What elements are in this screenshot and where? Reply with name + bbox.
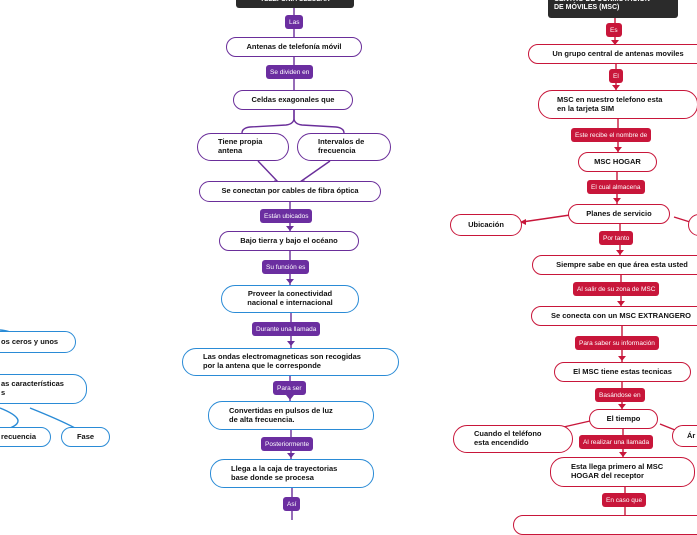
node-cut-bottom[interactable] xyxy=(513,515,697,535)
node-frecuencia[interactable]: recuencia xyxy=(0,427,51,447)
node-planes-servicio[interactable]: Planes de servicio xyxy=(568,204,670,224)
label-es: Es xyxy=(606,23,622,37)
label-estan-ubicados: Están ubicados xyxy=(260,209,313,223)
node-msc-tecnicas[interactable]: El MSC tiene estas tecnicas xyxy=(554,362,691,382)
node-pulsos-de-luz[interactable]: Convertidas en pulsos de luz de alta fre… xyxy=(208,401,374,430)
node-caja-trayectorias[interactable]: Llega a la caja de trayectorias base don… xyxy=(210,459,374,488)
node-ceros-unos[interactable]: os ceros y unos xyxy=(0,331,76,353)
node-caracteristicas[interactable]: as características s xyxy=(0,374,87,404)
node-proveer-conectividad[interactable]: Proveer la conectividad nacional e inter… xyxy=(221,285,359,313)
label-se-dividen: Se dividen en xyxy=(266,65,314,79)
node-tiene-propia-antena[interactable]: Tiene propia antena xyxy=(197,133,289,161)
title-msc: CENTRO DE CONMUTACIÓN DE MÓVILES (MSC) xyxy=(548,0,678,18)
label-salir-zona: Al salir de su zona de MSC xyxy=(573,282,660,296)
node-msc-hogar[interactable]: MSC HOGAR xyxy=(578,152,657,172)
label-asi: Así xyxy=(283,497,301,511)
node-telefono-encendido[interactable]: Cuando el teléfono esta encendido xyxy=(453,425,573,453)
node-el-tiempo[interactable]: El tiempo xyxy=(589,409,658,429)
node-intervalos-frecuencia[interactable]: Intervalos de frecuencia xyxy=(297,133,391,161)
node-llega-msc-hogar[interactable]: Esta llega primero al MSC HOGAR del rece… xyxy=(550,457,695,487)
node-msc-tarjeta-sim[interactable]: MSC en nuestro telefono esta en la tarje… xyxy=(538,90,697,119)
node-celdas-exagonales[interactable]: Celdas exagonales que xyxy=(233,90,353,110)
label-basandose-en: Basándose en xyxy=(595,388,645,402)
node-grupo-central[interactable]: Un grupo central de antenas moviles xyxy=(528,44,697,64)
node-area-cut[interactable]: Ár xyxy=(672,425,697,447)
label-recibe-nombre: Este recibe el nombre de xyxy=(571,128,652,142)
node-bajo-tierra[interactable]: Bajo tierra y bajo el océano xyxy=(219,231,359,251)
node-fase[interactable]: Fase xyxy=(61,427,110,447)
node-siempre-sabe-area[interactable]: Siempre sabe en que área esta usted xyxy=(532,255,697,275)
title-telefonia: TELEFONÍA CELULAR xyxy=(236,0,354,8)
label-saber-informacion: Para saber su información xyxy=(575,336,659,350)
label-cual-almacena: El cual almacena xyxy=(587,180,645,194)
node-cables-fibra-optica[interactable]: Se conectan por cables de fibra óptica xyxy=(199,181,381,202)
label-en-caso-que: En caso que xyxy=(602,493,647,507)
node-msc-extranjero[interactable]: Se conecta con un MSC EXTRANGERO xyxy=(531,306,697,326)
label-las: Las xyxy=(285,15,304,29)
label-posteriormente: Posteriormente xyxy=(261,437,314,451)
label-para-ser: Para ser xyxy=(273,381,306,395)
label-por-tanto: Por tanto xyxy=(599,231,634,245)
label-su-funcion: Su función es xyxy=(262,260,310,274)
node-antenas-telefonia[interactable]: Antenas de telefonía móvil xyxy=(226,37,362,57)
node-ondas-electromagneticas[interactable]: Las ondas electromagneticas son recogida… xyxy=(182,348,399,376)
label-durante-llamada: Durante una llamada xyxy=(252,322,321,336)
label-realizar-llamada: Al realizar una llamada xyxy=(579,435,654,449)
label-el: El xyxy=(609,69,623,83)
node-ubicacion[interactable]: Ubicación xyxy=(450,214,522,236)
